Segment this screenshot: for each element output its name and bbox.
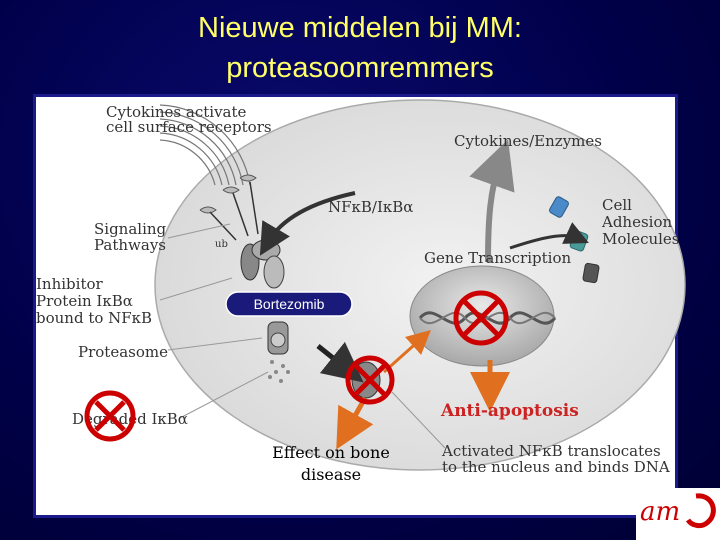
label-proteasome: Proteasome [78, 343, 168, 361]
surface-receptors [199, 174, 259, 241]
leader-lines [159, 223, 446, 449]
nfkb-complex: ub [215, 239, 285, 289]
ubiquitin-tag: ub [215, 239, 228, 250]
label-inhibitor-protein: Protein IκBα [36, 292, 133, 310]
label-cell: Cell [602, 196, 632, 214]
label-signaling: Signaling [94, 220, 167, 238]
label-effect-bone-1: Effect on bone [272, 443, 390, 462]
arrow-bone-effect [336, 396, 374, 450]
bortezomib-label: Bortezomib [254, 296, 325, 312]
label-anti-apoptosis: Anti-apoptosis [440, 401, 579, 421]
arrow-transcription-adhesion [509, 222, 589, 250]
cross-mark-nucleus [453, 290, 509, 346]
label-cytokines-enzymes: Cytokines/Enzymes [454, 132, 602, 150]
label-effect-bone-2: disease [301, 465, 361, 484]
label-molecules: Molecules [602, 230, 680, 248]
diagram-labels: Cytokines activate cell surface receptor… [36, 103, 680, 484]
label-bound-to-nfkb: bound to NFκB [36, 309, 152, 327]
label-activated-1: Activated NFκB translocates [441, 442, 661, 460]
cell-body [154, 99, 686, 471]
label-pathways: Pathways [94, 236, 166, 254]
cross-mark-degraded [84, 390, 136, 442]
label-cytokines-activate-2: cell surface receptors [106, 118, 272, 136]
label-inhibitor: Inhibitor [36, 275, 104, 293]
title-line-2: proteasoomremmers [226, 52, 494, 84]
label-nfkb-ikb: NFκB/IκBα [328, 198, 413, 216]
cross-mark-release [345, 355, 395, 405]
proteasome [267, 321, 290, 383]
label-gene-transcription: Gene Transcription [424, 249, 571, 267]
slide-title: Nieuwe middelen bij MM: proteasoomremmer… [0, 8, 720, 88]
arrow-transcription-cytokines [469, 139, 515, 263]
amc-logo: am [636, 488, 720, 540]
bortezomib-box: Bortezomib [225, 291, 353, 317]
label-adhesion: Adhesion [601, 213, 672, 231]
logo-text: am [640, 497, 680, 527]
arrow-proteasome-release [316, 341, 364, 383]
arrow-nfkb-to-nucleus [259, 191, 356, 256]
label-cytokines-activate-1: Cytokines activate [106, 103, 247, 121]
title-line-1: Nieuwe middelen bij MM: [198, 12, 522, 44]
label-activated-2: to the nucleus and binds DNA [442, 458, 670, 476]
signal-rays [159, 104, 251, 186]
